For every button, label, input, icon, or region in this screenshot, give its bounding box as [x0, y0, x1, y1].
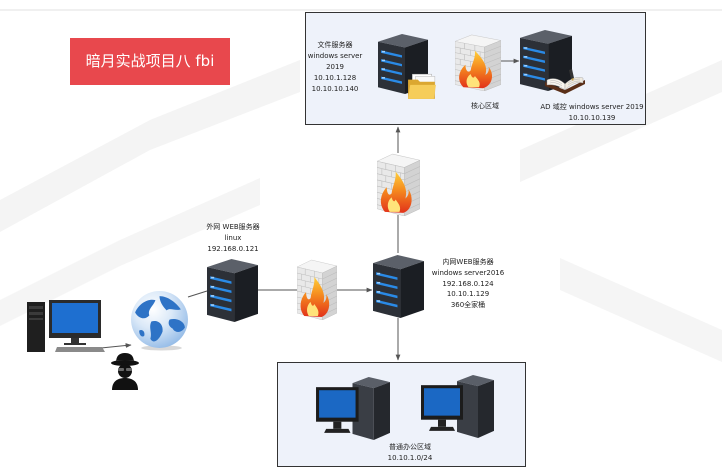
- hacker-icon: [110, 352, 140, 390]
- internal-web-server-ip-1: 192.168.0.124: [442, 279, 494, 288]
- core-firewall-icon[interactable]: [377, 152, 420, 216]
- office-zone-subnet: 10.10.1.0/24: [387, 454, 433, 462]
- internal-web-server-name: 内网WEB服务器: [442, 258, 494, 266]
- office-zone: 普通办公区域 10.10.1.0/24: [277, 362, 526, 467]
- external-web-server-os: linux: [224, 234, 242, 242]
- core-zone-label: 核心区域: [455, 101, 515, 112]
- ad-server-name: AD 域控 windows server 2019: [540, 103, 644, 111]
- internal-web-server-os: windows server2016: [431, 268, 505, 277]
- file-server-os: windows server: [307, 52, 363, 60]
- internal-web-server-label: 内网WEB服务器 windows server2016 192.168.0.12…: [418, 257, 518, 311]
- core-zone-name: 核心区域: [471, 102, 499, 110]
- title-badge: 暗月实战项目八 fbi: [70, 38, 230, 85]
- background-stripe: [0, 178, 260, 326]
- dmz-firewall-icon[interactable]: [297, 258, 337, 320]
- workstation-icon[interactable]: [419, 375, 494, 438]
- folder-icon: [407, 71, 437, 101]
- ad-server-label: AD 域控 windows server 2019 10.10.10.139: [539, 102, 645, 124]
- file-server-os-version: 2019: [326, 63, 344, 71]
- core-zone: 文件服务器 windows server 2019 10.10.1.128 10…: [305, 12, 646, 125]
- internal-web-server-software: 360全家桶: [450, 301, 486, 310]
- external-web-server-name: 外网 WEB服务器: [206, 223, 260, 231]
- background-stripe: [0, 60, 300, 232]
- desktop-computer-icon[interactable]: [27, 300, 105, 354]
- office-zone-label: 普通办公区域 10.10.1.0/24: [360, 442, 460, 464]
- internal-web-server-ip-2: 10.10.1.129: [446, 290, 490, 299]
- internal-web-server-icon[interactable]: [373, 253, 424, 318]
- external-web-server-ip: 192.168.0.121: [207, 245, 259, 253]
- workstation-icon[interactable]: [314, 377, 390, 440]
- file-server-ip-1: 10.10.1.128: [313, 74, 357, 82]
- file-server-name: 文件服务器: [317, 41, 353, 49]
- office-zone-name: 普通办公区域: [389, 443, 431, 451]
- background-stripe: [560, 258, 722, 362]
- ad-server-ip: 10.10.10.139: [568, 114, 616, 122]
- book-icon: [543, 66, 587, 100]
- file-server-label: 文件服务器 windows server 2019 10.10.1.128 10…: [306, 40, 364, 95]
- file-server-ip-2: 10.10.10.140: [311, 85, 359, 93]
- globe-icon[interactable]: [129, 290, 190, 351]
- core-zone-firewall-icon[interactable]: [455, 33, 501, 91]
- external-web-server-icon[interactable]: [207, 257, 258, 322]
- external-web-server-label: 外网 WEB服务器 linux 192.168.0.121: [188, 222, 278, 255]
